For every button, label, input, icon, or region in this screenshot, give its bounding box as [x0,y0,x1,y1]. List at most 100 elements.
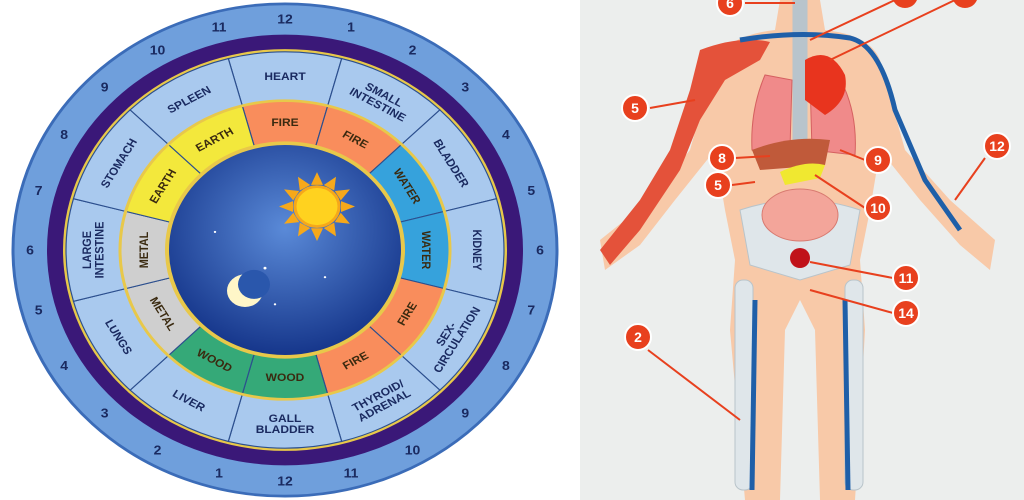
hour-label: 9 [101,80,109,94]
organ-label: LARGEINTESTINE [81,221,106,278]
marker-10: 10 [864,194,892,222]
organ-label: KIDNEY [470,229,483,270]
marker-2: 2 [624,323,652,351]
marker-circle [892,299,920,327]
hour-label: 2 [409,43,417,57]
marker-label: 10 [870,200,886,216]
stars [213,230,327,306]
sky-circle [165,141,405,359]
hour-label: 5 [527,183,535,197]
marker-label: 6 [726,0,734,11]
sun-ray [334,189,350,201]
sun-ray [311,172,323,185]
moon-icon [227,269,270,308]
hour-label: 3 [101,406,109,420]
pancreas [780,163,825,185]
marker-circle [708,144,736,172]
hour-label: 10 [150,43,166,57]
element-label: WOOD [266,373,305,384]
marker-circle [716,0,744,17]
hour-label: 8 [502,359,510,373]
element-label: METAL [139,232,152,269]
marker-label: 5 [714,177,722,193]
hour-label: 11 [212,20,227,34]
marker-6: 6 [716,0,744,17]
markers: 6 5 8 5 9 10 12 11 14 2 [621,0,1011,351]
sun-ray [323,222,336,237]
hour-label: 11 [344,466,359,480]
marker-cut-off [953,0,977,8]
hour-label: 4 [502,128,510,142]
marker-label: 2 [634,329,642,345]
sun-ray [298,222,311,237]
marker-circle [892,264,920,292]
hour-label: 5 [35,303,43,317]
marker-circle [983,132,1011,160]
sun-ray [298,176,311,191]
marker-label: 11 [899,270,914,286]
sun-ray [284,212,300,224]
hour-label: 8 [60,128,68,142]
hour-label: 6 [536,243,544,257]
bladder [790,248,810,268]
hour-label: 7 [35,183,43,197]
hour-label: 7 [527,303,535,317]
sun-ray [341,201,355,212]
organ-label-line: LARGE [81,231,94,269]
marker-11: 11 [892,264,920,292]
organ-label-line: KIDNEY [470,229,483,270]
marker-5: 5 [621,94,649,122]
sun-ray [284,189,300,201]
gold-divider [118,99,452,401]
sun-ray [323,176,336,191]
hour-label: 3 [461,80,469,94]
sun-ray [311,228,323,241]
marker-9: 9 [864,146,892,174]
marker-circle [624,323,652,351]
sun-icon [279,172,355,241]
organ-label-line: GALL [269,413,302,424]
hour-label: 12 [277,474,293,488]
marker-5: 5 [704,171,732,199]
arm-muscle [600,39,770,265]
organ-label: HEART [264,72,305,83]
hour-label: 12 [277,12,293,26]
hour-label: 4 [60,359,68,373]
marker-label: 5 [631,100,639,116]
veins [739,31,963,491]
hour-label: 1 [215,466,223,480]
anatomy-figure: 6 5 8 5 9 10 12 11 14 2 [580,0,1024,500]
sun-ray [279,201,293,212]
leader-lines [647,0,986,421]
marker-label: 9 [874,152,882,168]
organ-label-line: HEART [264,72,305,83]
marker-circle [864,146,892,174]
marker-circle [864,194,892,222]
organ-label-line: INTESTINE [94,221,107,278]
marker-circle [621,94,649,122]
hour-label: 6 [26,243,34,257]
hour-label: 2 [154,443,162,457]
marker-circle [704,171,732,199]
sun-ray [334,212,350,224]
marker-14: 14 [892,299,920,327]
heart [805,55,846,115]
marker-label: 12 [989,138,1005,154]
hour-label: 9 [461,406,469,420]
liver [752,138,830,170]
marker-cut-off [893,0,917,8]
organ-label-line: BLADDER [256,425,315,436]
marker-label: 8 [718,150,726,166]
element-label: FIRE [271,117,299,128]
hour-label: 10 [405,443,421,457]
